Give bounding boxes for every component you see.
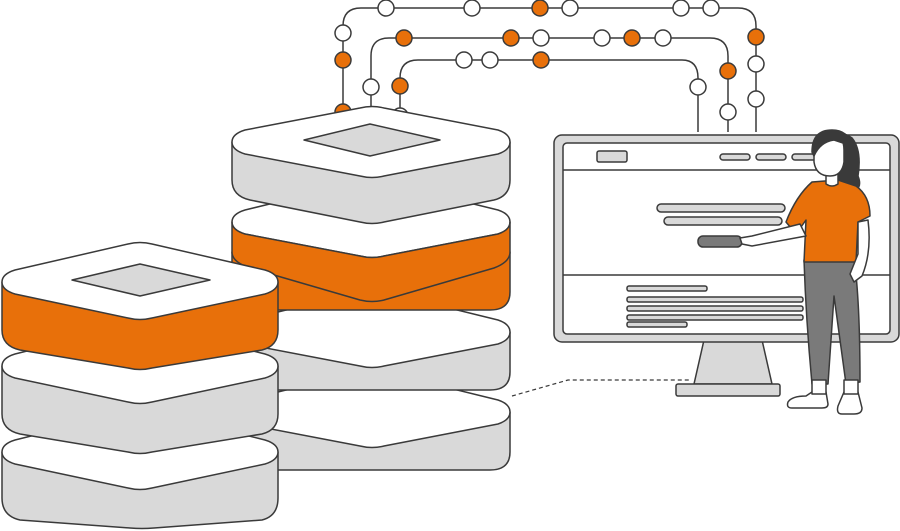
connection-node-5 — [672, 0, 690, 17]
person-shoe-right — [836, 391, 863, 415]
person-arm-down — [849, 219, 870, 283]
connection-node-22 — [455, 51, 473, 69]
person-shoe-left — [786, 391, 829, 409]
left-layer-1 — [1, 241, 279, 371]
connection-node-14 — [502, 29, 520, 47]
connection-node-4 — [561, 0, 579, 17]
connection-node-24 — [532, 51, 550, 69]
monitor-stand — [693, 339, 773, 385]
screen-content-line-1 — [626, 285, 708, 292]
connection-line-outer — [342, 7, 757, 132]
connection-node-15 — [532, 29, 550, 47]
screen-nav-item-2 — [755, 153, 787, 161]
person-hair-front — [811, 129, 853, 157]
connection-node-10 — [747, 28, 765, 46]
connection-node-27 — [689, 78, 707, 96]
connection-node-3 — [531, 0, 549, 17]
person — [739, 129, 871, 415]
screen-content-line-3 — [626, 305, 804, 312]
connection-line-inner — [399, 59, 699, 132]
person-pants — [803, 257, 861, 385]
connection-node-2 — [463, 0, 481, 17]
screen-content-line-4 — [626, 314, 804, 321]
screen-cta-button — [697, 235, 743, 248]
monitor-base — [675, 383, 781, 397]
connection-nodes — [334, 0, 765, 125]
screen-content-line-5 — [626, 321, 688, 328]
left-server-stack — [1, 241, 279, 530]
connection-node-12 — [747, 90, 765, 108]
connection-node-17 — [623, 29, 641, 47]
screen-logo-block — [596, 150, 628, 163]
connection-node-13 — [395, 29, 413, 47]
person-arm-pointing — [739, 223, 807, 247]
screen-content-line-2 — [626, 296, 804, 303]
connection-node-11 — [747, 55, 765, 73]
connection-node-23 — [481, 51, 499, 69]
screen-hero-line-2 — [663, 216, 783, 226]
right-server-stack — [231, 105, 511, 471]
connection-node-20 — [719, 62, 737, 80]
connection-node-1 — [377, 0, 395, 17]
connection-node-6 — [702, 0, 720, 17]
connection-node-16 — [593, 29, 611, 47]
screen-nav-item-1 — [719, 153, 751, 161]
right-layer-1 — [231, 105, 511, 225]
connection-node-19 — [362, 78, 380, 96]
screen-hero-line-1 — [656, 203, 786, 213]
dashed-link — [511, 379, 690, 397]
connection-node-25 — [391, 77, 409, 95]
right-layer-4 — [231, 369, 511, 471]
connection-node-8 — [334, 51, 352, 69]
connection-node-21 — [719, 103, 737, 121]
connection-node-18 — [654, 29, 672, 47]
connection-node-7 — [334, 24, 352, 42]
